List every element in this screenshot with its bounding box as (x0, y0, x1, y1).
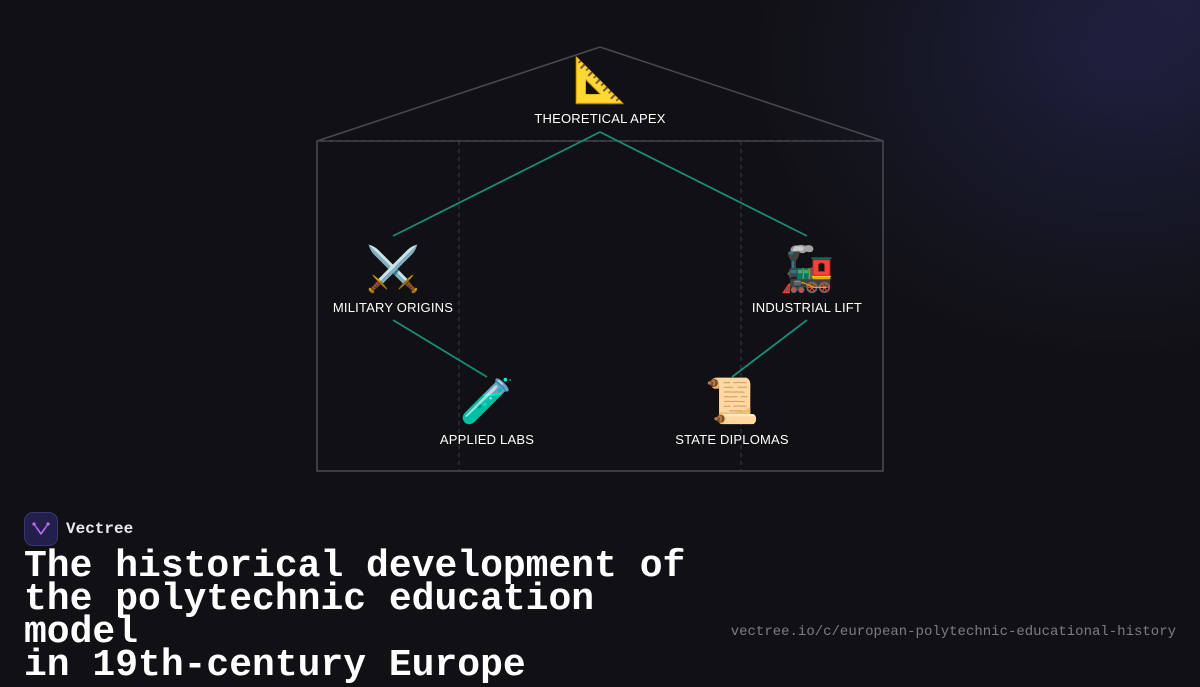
page-title: The historical development of the polyte… (24, 548, 724, 685)
brand: Vectree (24, 512, 133, 546)
crossed-swords-icon: ⚔️ (365, 244, 421, 295)
brand-name: Vectree (66, 520, 134, 538)
edge-industrial-diplomas (731, 319, 808, 378)
node-theoretical-apex: 📐 THEORETICAL APEX (510, 55, 690, 126)
locomotive-icon: 🚂 (779, 244, 835, 295)
title-line-1: The historical development of (24, 545, 686, 588)
vectree-logo-icon (24, 512, 58, 546)
node-label: STATE DIPLOMAS (675, 432, 789, 447)
node-applied-labs: 🧪 APPLIED LABS (397, 376, 577, 447)
node-label: APPLIED LABS (439, 432, 535, 447)
dashed-dividers (317, 140, 883, 471)
title-line-2: the polytechnic education model (24, 578, 595, 654)
edge-apex-industrial (599, 131, 808, 237)
node-label: MILITARY ORIGINS (332, 300, 454, 315)
edges (392, 131, 808, 378)
node-state-diplomas: 📜 STATE DIPLOMAS (642, 376, 822, 447)
edge-military-labs (392, 319, 488, 378)
title-line-3: in 19th-century Europe (24, 644, 526, 687)
node-label: INDUSTRIAL LIFT (751, 300, 863, 315)
roof-outline (316, 46, 884, 142)
node-military-origins: ⚔️ MILITARY ORIGINS (303, 244, 483, 315)
edge-apex-military (392, 131, 601, 237)
node-industrial-lift: 🚂 INDUSTRIAL LIFT (717, 244, 897, 315)
test-tube-icon: 🧪 (459, 376, 515, 427)
source-url[interactable]: vectree.io/c/european-polytechnic-educat… (730, 624, 1176, 640)
node-label: THEORETICAL APEX (534, 111, 666, 126)
vectree-logo-mark (32, 522, 50, 535)
triangular-ruler-icon: 📐 (572, 55, 628, 106)
scroll-icon: 📜 (704, 376, 760, 427)
